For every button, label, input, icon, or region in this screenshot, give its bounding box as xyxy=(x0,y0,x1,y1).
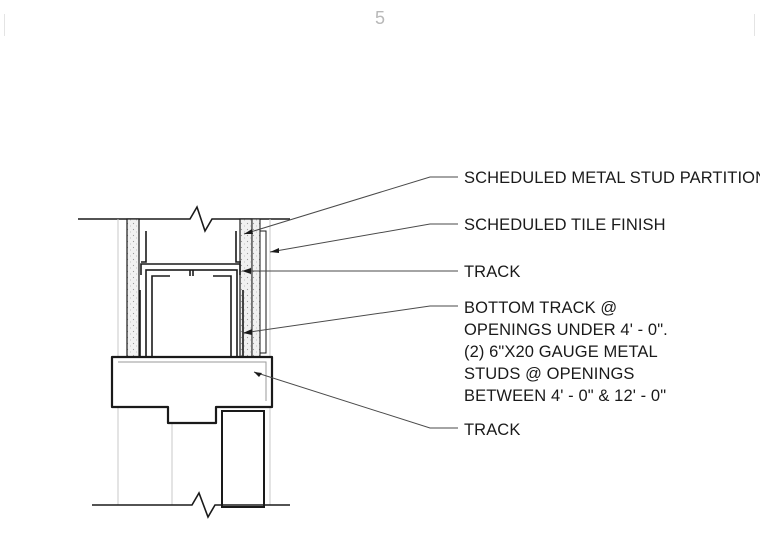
callout-text-line: SCHEDULED TILE FINISH xyxy=(464,216,666,234)
header-block xyxy=(110,355,274,425)
callout-track-bottom: TRACK xyxy=(464,421,520,439)
leader-arrowheads xyxy=(242,229,279,377)
double-metal-studs xyxy=(145,269,238,370)
top-track xyxy=(140,263,241,275)
callout-text-line: TRACK xyxy=(464,263,520,281)
callout-text-line: BETWEEN 4' - 0" & 12' - 0" xyxy=(464,387,666,405)
upper-stud-right xyxy=(235,231,241,263)
tile-finish xyxy=(259,230,267,354)
left-edge-mark xyxy=(4,14,5,36)
upper-stud-left xyxy=(141,231,147,263)
callout-tile-finish: SCHEDULED TILE FINISH xyxy=(464,216,666,234)
callout-text-line: BOTTOM TRACK @ xyxy=(464,299,617,317)
callout-track-top: TRACK xyxy=(464,263,520,281)
callout-text-line: TRACK xyxy=(464,421,520,439)
right-edge-mark xyxy=(754,14,755,36)
floor-line xyxy=(92,491,290,519)
page-number: 5 xyxy=(374,8,385,28)
callout-text-line: (2) 6"X20 GAUGE METAL xyxy=(464,343,658,361)
callout-bottom-track: BOTTOM TRACK @ OPENINGS UNDER 4' - 0". (… xyxy=(464,299,668,405)
ceiling-line xyxy=(78,205,290,233)
callout-partition: SCHEDULED METAL STUD PARTITION xyxy=(464,169,760,187)
callout-text-line: SCHEDULED METAL STUD PARTITION xyxy=(464,169,760,187)
callout-text-line: STUDS @ OPENINGS xyxy=(464,365,635,383)
callout-text-line: OPENINGS UNDER 4' - 0". xyxy=(464,321,668,339)
door-jamb xyxy=(221,410,265,508)
gypsum-board-left xyxy=(126,218,140,360)
leader-lines xyxy=(242,176,458,429)
